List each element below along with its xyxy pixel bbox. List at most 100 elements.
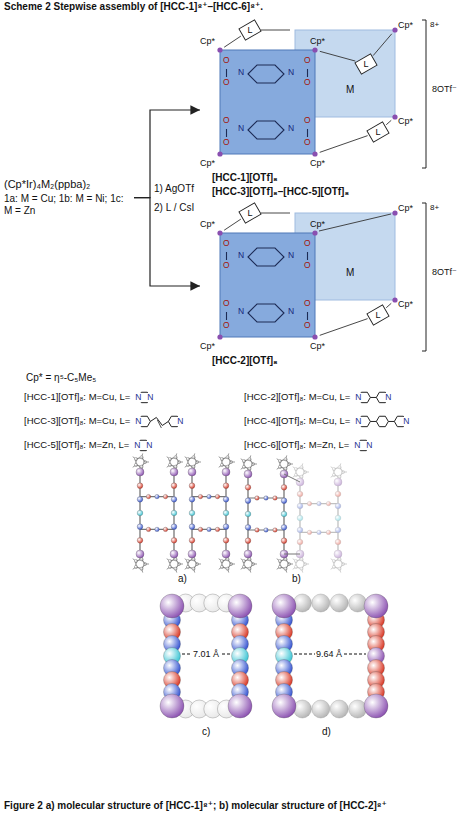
atom-sphere <box>186 457 189 460</box>
atom-sphere <box>294 467 297 470</box>
atom-sphere <box>189 483 195 489</box>
atom-sphere <box>242 559 245 562</box>
atom-label: N <box>238 307 244 317</box>
atom-sphere <box>335 527 341 533</box>
atom-sphere <box>278 565 281 568</box>
compound-name: [HCC-2][OTf]₈ <box>212 355 450 367</box>
linker-box <box>239 203 261 223</box>
atom-sphere <box>284 567 287 570</box>
oxamate-bond <box>307 252 308 260</box>
atom-label: O <box>223 299 230 309</box>
atom-sphere <box>137 510 143 516</box>
counter-ion: 8OTf⁻ <box>432 267 457 277</box>
product-structure: [HCC-1][OTf]₈[HCC-3][OTf]₈–[HCC-5][OTf]₈ <box>200 22 450 198</box>
compound-key: [HCC-3][OTf]₈: M=Cu, L= <box>24 416 130 427</box>
atom-sphere <box>335 503 341 509</box>
distance-label: 9.64 Å <box>315 649 343 659</box>
pyridine-ring <box>376 416 388 426</box>
atom-sphere <box>297 515 303 521</box>
atom-label: N <box>288 68 294 78</box>
iridium-atom <box>392 114 397 119</box>
iridium-atom <box>392 27 397 32</box>
atom-sphere <box>335 491 341 497</box>
atom-sphere <box>255 496 259 500</box>
atom-sphere <box>155 494 159 498</box>
figure-caption: Figure 2 a) molecular structure of [HCC-… <box>4 800 470 812</box>
bridge-bonds <box>284 474 300 554</box>
iridium-atom <box>217 151 222 156</box>
coordination-line <box>320 51 356 61</box>
stick-bond <box>284 474 300 482</box>
atom-sphere <box>245 525 251 531</box>
reactant-formula: (Cp*Ir)₄M₂(ppba)₂1a: M = Cu; 1b: M = Ni;… <box>4 178 134 217</box>
atom-sphere <box>192 567 195 570</box>
atom-label: O <box>223 261 230 271</box>
atom-label: O <box>223 116 230 126</box>
panel-label: a) <box>178 573 187 585</box>
coordination-line <box>261 213 290 214</box>
atom-sphere <box>364 594 388 618</box>
atom-label: N <box>238 124 244 134</box>
iridium-atom <box>312 47 317 52</box>
atom-label: N <box>288 251 294 261</box>
atom-label: N <box>134 393 142 403</box>
atom-sphere <box>228 694 252 718</box>
atom-sphere <box>220 463 223 466</box>
atom-sphere <box>278 459 281 462</box>
atom-sphere <box>189 510 195 516</box>
atom-sphere <box>186 559 189 562</box>
atom-sphere <box>300 466 303 469</box>
atom-sphere <box>140 567 143 570</box>
atom-label: O <box>304 239 311 249</box>
atom-label: N <box>133 441 141 451</box>
ligand-label: Cp* <box>310 158 325 168</box>
compound-note: [HCC-3][OTf]₈–[HCC-5][OTf]₈ <box>212 186 450 198</box>
atom-sphere <box>186 565 189 568</box>
atom-label: N <box>288 124 294 134</box>
iridium-atom <box>217 230 222 235</box>
ring-bond <box>370 397 376 398</box>
atom-sphere <box>220 565 223 568</box>
scheme-title: Scheme 2 Stepwise assembly of [HCC-1]⁸⁺–… <box>4 1 263 13</box>
compound-key: [HCC-6][OTf]₈: M=Zn, L= <box>244 440 349 451</box>
iridium-atom <box>312 230 317 235</box>
atom-sphere <box>244 470 252 478</box>
atom-sphere <box>255 528 259 532</box>
atom-sphere <box>137 524 143 530</box>
compound-key: [HCC-4][OTf]₈: M=Cu, L= <box>244 416 350 427</box>
atom-sphere <box>334 478 342 486</box>
atom-label: N <box>354 393 362 403</box>
coordination-line <box>320 136 368 153</box>
atom-sphere <box>307 530 311 534</box>
charge-label: 8+ <box>430 20 439 29</box>
iridium-atom <box>217 47 222 52</box>
atom-sphere <box>189 524 195 530</box>
atom-sphere <box>188 550 196 558</box>
ball-and-stick-frame <box>293 463 347 572</box>
atom-sphere <box>192 456 195 459</box>
cage-structure <box>217 203 426 351</box>
ball-and-stick-frame <box>241 455 293 572</box>
atom-label: O <box>304 116 311 126</box>
atom-sphere <box>278 465 281 468</box>
ligand-label: Cp* <box>398 20 413 30</box>
atom-sphere <box>272 694 296 718</box>
atom-sphere <box>248 567 251 570</box>
ligand-drawings <box>137 392 406 450</box>
reagent-label: 1) AgOTf <box>153 183 195 195</box>
ring-bond <box>388 421 394 422</box>
atom-sphere <box>170 468 178 476</box>
linker-box <box>367 305 389 325</box>
atom-sphere <box>198 494 202 498</box>
iridium-atom <box>312 334 317 339</box>
atom-sphere <box>248 458 251 461</box>
atom-sphere <box>222 550 230 558</box>
ligand-label: Cp* <box>200 219 215 229</box>
atom-sphere <box>349 700 367 718</box>
coordination-line <box>320 319 368 336</box>
panel-label: b) <box>292 573 301 585</box>
atom-sphere <box>364 694 388 718</box>
atom-sphere <box>171 483 177 489</box>
compound-key: [HCC-5][OTf]₈: M=Zn, L= <box>24 440 129 451</box>
atom-sphere <box>273 528 277 532</box>
